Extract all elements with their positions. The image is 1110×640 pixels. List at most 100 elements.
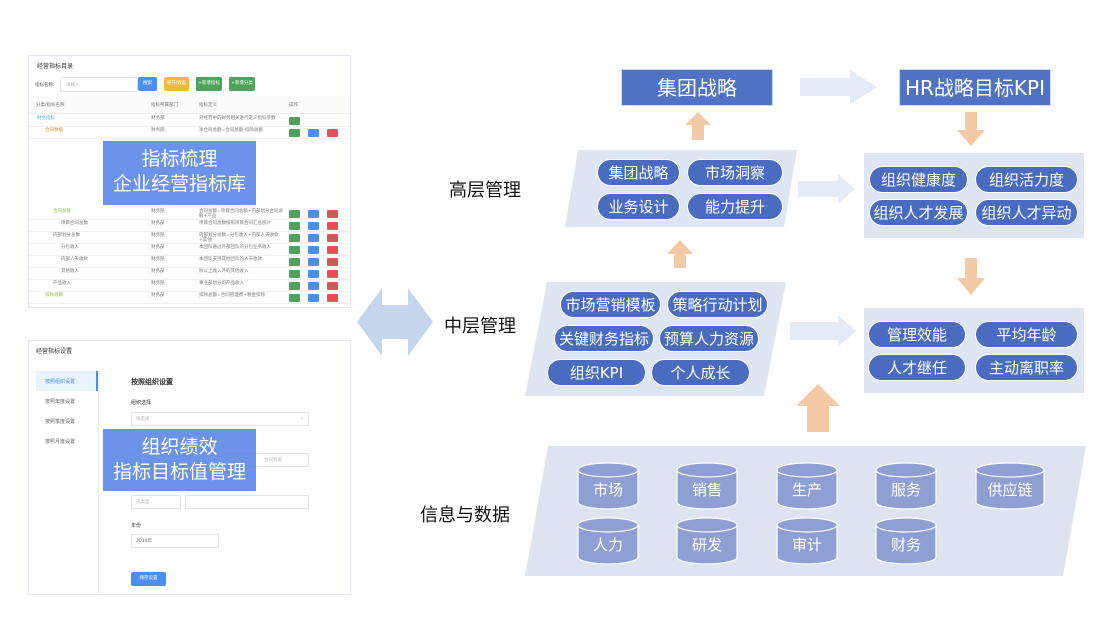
double-arrow-icon [357,288,433,356]
hr-high-item: 组织人才发展 [869,199,968,226]
add-child-button[interactable] [289,129,300,137]
edit-button[interactable] [308,258,319,266]
column-header: 指标定义 [199,103,217,108]
settings-title: 经营指标设置 [36,348,73,355]
value-input[interactable] [185,495,309,509]
column-header: 分类/指标名称 [36,103,65,108]
row-name: 合同总额 [53,209,71,214]
hr-mid-item: 平均年龄 [975,321,1078,348]
add-child-button[interactable] [289,210,300,218]
year-select[interactable]: 2019年 [131,534,219,548]
mid-item: 关键财务指标 [554,325,654,352]
mid-item: 组织KPI [547,359,646,386]
database-cylinder: 人力 [577,517,639,565]
add-child-button[interactable] [289,294,300,302]
search-input[interactable]: 请输入 [60,77,138,92]
delete-button[interactable] [327,294,338,302]
row-definition: 事业部划分的产品收入 [199,281,244,286]
menu-item-org[interactable]: 按照组织设置 [36,371,98,391]
group-strategy-box: 集团战略 [621,69,773,106]
add-child-button[interactable] [289,258,300,266]
edit-button[interactable] [308,294,319,302]
save-button[interactable]: 保存设置 [131,572,166,586]
delete-button[interactable] [327,258,338,266]
row-name: 财务指标 [37,116,55,121]
edit-button[interactable] [308,222,319,230]
overlay-line: 指标梳理 [141,148,218,170]
add-child-button[interactable] [289,234,300,242]
database-cylinder: 市场 [577,462,639,510]
row-dept: 财务部 [151,245,165,250]
table-row: 内部划分总数 财务部 内部划分总数=分包收入+内部人天收款+其他 [29,232,350,244]
add-child-button[interactable] [289,117,300,125]
row-dept: 财务部 [151,128,165,133]
data-source-label: 供应链 [987,481,1033,499]
high-item: 业务设计 [597,193,680,220]
data-source-label: 研发 [691,536,722,554]
high-item: 市场洞察 [687,159,783,186]
database-cylinder: 供应链 [975,462,1045,510]
table-row: 其他收入 财务部 除以上收入外的其他收入 [29,268,350,280]
menu-item-quarter[interactable]: 按照季度设置 [45,419,76,425]
search-placeholder: 请输入 [66,83,80,88]
mid-item: 预算人力资源 [659,325,759,352]
org-select[interactable]: 请选择⌄ [131,412,309,426]
expand-button[interactable]: 展开/收起 [164,77,189,91]
edit-button[interactable] [308,270,319,278]
data-source-label: 销售 [691,481,722,499]
table-row: 分包收入 财务部 本团队通过外部团队的分包业务收入 [29,244,350,256]
org-label: 组织选择 [131,400,152,406]
data-source-label: 人力 [592,536,623,554]
delete-button[interactable] [327,282,338,290]
menu-item-year[interactable]: 按照年度设置 [45,399,76,405]
year-label: 年份 [131,523,142,529]
add-child-button[interactable] [289,270,300,278]
edit-button[interactable] [308,210,319,218]
menu-item-month[interactable]: 按照月度设置 [45,439,76,445]
delete-button[interactable] [327,270,338,278]
edit-button[interactable] [308,129,319,137]
delete-button[interactable] [327,129,338,137]
row-name: 产品收入 [53,281,71,286]
value-type-select[interactable]: 值类型 [131,495,181,509]
catalog-overlay: 指标梳理 企业经营指标库 [103,141,256,205]
indicator-settings-screenshot: 经营指标设置 按照组织设置 按照年度设置 按照季度设置 按照月度设置 按照组织设… [28,340,351,595]
delete-button[interactable] [327,210,338,218]
hr-high-item: 组织健康度 [869,166,968,193]
add-child-button[interactable] [289,282,300,290]
table-header: 分类/指标名称 指标所属部门 指标定义 操作 [29,96,350,114]
column-header: 指标所属部门 [151,103,178,108]
row-name: 分包收入 [61,245,79,250]
row-dept: 财务部 [151,209,165,214]
search-button[interactable]: 搜索 [138,77,157,91]
delete-button[interactable] [327,222,338,230]
add-category-button[interactable]: +新增分类 [229,77,255,91]
row-dept: 财务部 [151,293,165,298]
overlay-line: 组织绩效 [141,436,218,458]
level-label-mid: 中层管理 [444,316,516,337]
edit-button[interactable] [308,246,319,254]
add-child-button[interactable] [289,222,300,230]
delete-button[interactable] [327,246,338,254]
database-cylinder: 研发 [676,517,738,565]
overlay-line: 指标目标值管理 [112,461,246,483]
level-label-high: 高层管理 [449,180,521,201]
row-name: 内部人天收款 [61,257,88,262]
arrow-up-icon [685,112,711,140]
arrow-up-icon [796,384,840,432]
arrow-down-icon [957,258,985,295]
edit-button[interactable] [308,282,319,290]
data-source-label: 审计 [791,536,822,554]
add-indicator-button[interactable]: +新增指标 [196,77,222,91]
data-source-label: 市场 [592,481,623,499]
mid-item: 策略行动计划 [667,291,768,318]
mid-item: 个人成长 [651,359,750,386]
add-child-button[interactable] [289,246,300,254]
delete-button[interactable] [327,234,338,242]
edit-button[interactable] [308,234,319,242]
database-cylinder: 财务 [875,517,937,565]
row-name: 项目合同总数 [61,221,88,226]
arrow-right-icon [798,174,855,204]
search-label: 指标名称: [35,83,55,88]
row-dept: 财务部 [151,221,165,226]
